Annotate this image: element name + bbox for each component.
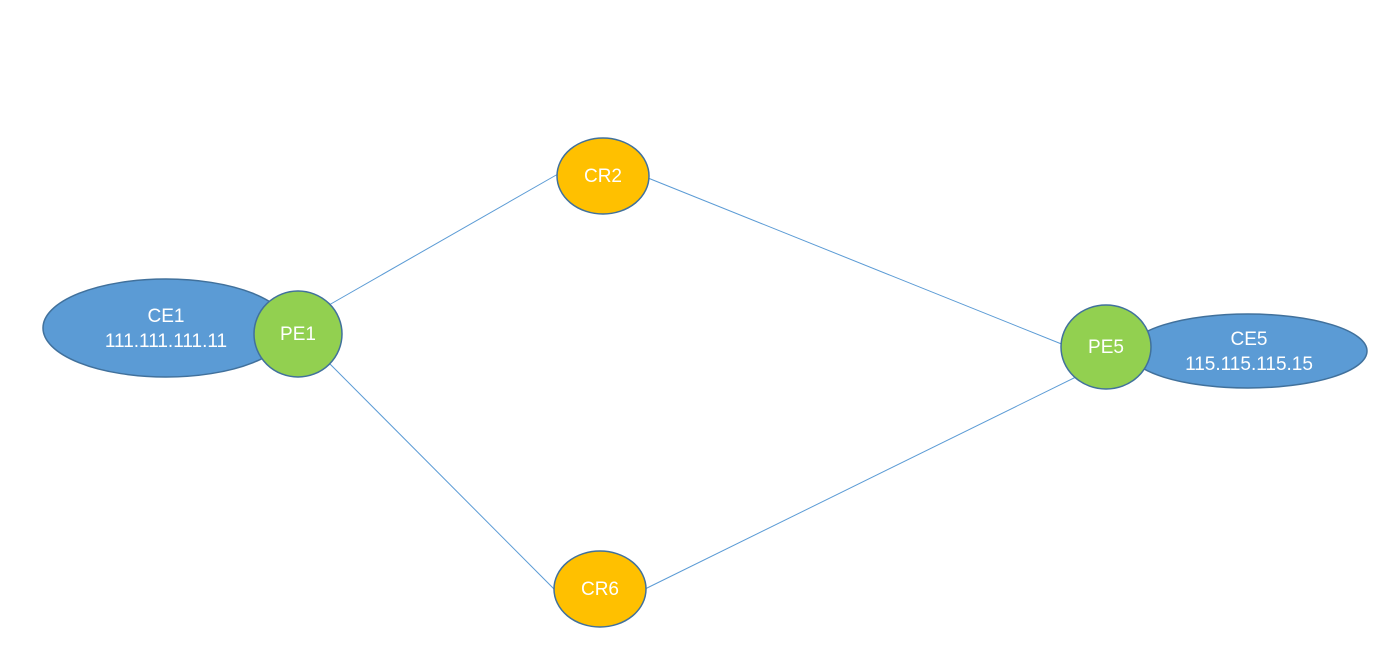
ce5-label: CE5 xyxy=(1231,329,1268,350)
node-pe5[interactable]: PE5 xyxy=(1060,304,1152,390)
cr6-label: CR6 xyxy=(581,579,619,600)
ce1-address: 111.111.111.11 xyxy=(105,331,227,352)
node-ce5[interactable]: CE5 115.115.115.15 xyxy=(1128,313,1368,389)
pe5-shape xyxy=(1060,304,1152,390)
cr2-shape xyxy=(556,137,650,215)
node-cr2[interactable]: CR2 xyxy=(556,137,650,215)
cr6-shape xyxy=(553,550,647,628)
link-cr2-pe5 xyxy=(647,177,1065,346)
link-pe1-cr2 xyxy=(328,173,559,306)
pe1-shape xyxy=(253,290,343,378)
pe1-label: PE1 xyxy=(280,324,316,345)
node-ce1[interactable]: CE1 111.111.111.11 xyxy=(42,278,290,378)
link-cr6-pe5 xyxy=(644,375,1079,590)
ce5-address: 115.115.115.15 xyxy=(1185,354,1313,375)
ce1-shape xyxy=(42,278,290,378)
ce5-shape xyxy=(1128,313,1368,389)
node-cr6[interactable]: CR6 xyxy=(553,550,647,628)
node-pe1[interactable]: PE1 xyxy=(253,290,343,378)
pe5-label: PE5 xyxy=(1088,337,1124,358)
links xyxy=(328,173,1079,591)
cr2-label: CR2 xyxy=(584,166,622,187)
ce1-label: CE1 xyxy=(148,306,185,327)
link-pe1-cr6 xyxy=(328,362,556,591)
